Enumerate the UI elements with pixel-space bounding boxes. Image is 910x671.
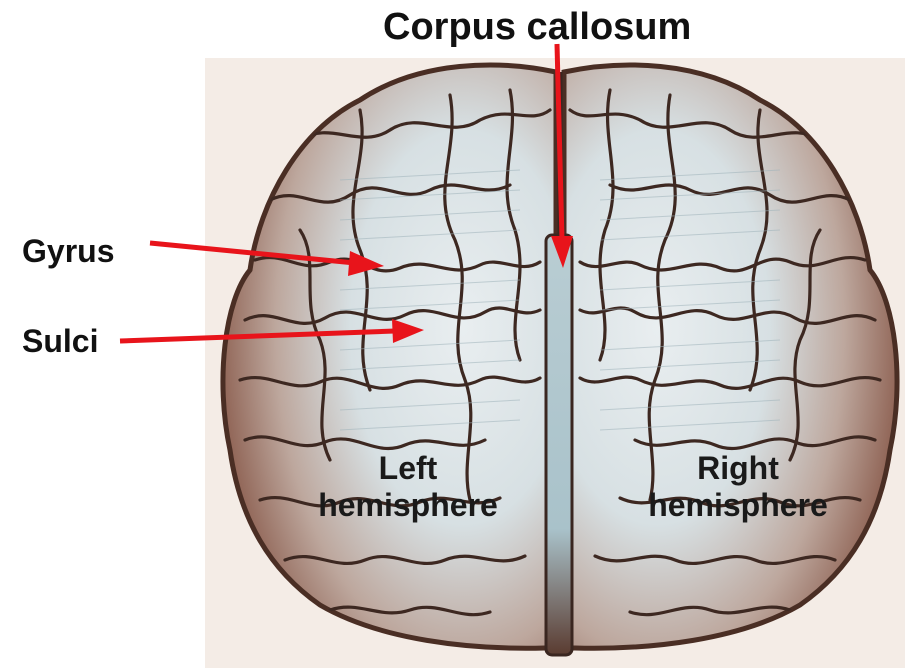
left-hemisphere-label: Left hemisphere (300, 450, 516, 524)
right-hemisphere-label-line2: hemisphere (630, 487, 846, 524)
sulci-label: Sulci (22, 323, 98, 360)
right-hemisphere-label-line1: Right (630, 450, 846, 487)
left-hemisphere-label-line1: Left (300, 450, 516, 487)
right-hemisphere-label: Right hemisphere (630, 450, 846, 524)
left-hemisphere-label-line2: hemisphere (300, 487, 516, 524)
gyrus-label: Gyrus (22, 233, 114, 270)
corpus-callosum-label: Corpus callosum (383, 6, 691, 50)
corpus-callosum-region (546, 235, 572, 655)
